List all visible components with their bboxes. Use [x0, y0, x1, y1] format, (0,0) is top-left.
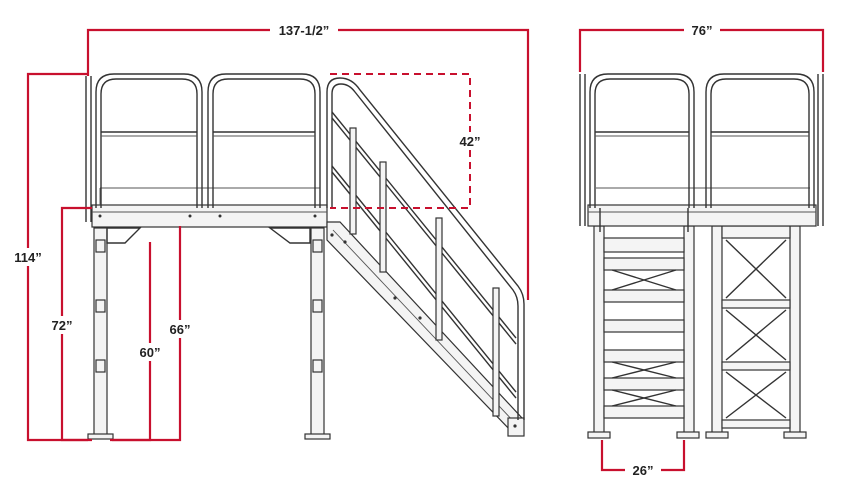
front-view [579, 73, 824, 439]
stair-handrail [326, 77, 525, 420]
dimension-lines [26, 28, 825, 472]
side-view [85, 73, 525, 440]
leg-span-label: 60” [140, 345, 161, 360]
deck-clearance-label: 66” [170, 322, 191, 337]
dimension-labels: 137-1/2” 114” 72” 60” 66” 42” 76” 26” [8, 21, 720, 479]
stair-tower [587, 225, 807, 439]
stair-width-label: 26” [633, 463, 654, 478]
overall-width-label: 76” [692, 23, 713, 38]
overall-length-label: 137-1/2” [279, 23, 330, 38]
front-guardrail [579, 73, 824, 232]
platform-deck [91, 187, 328, 228]
platform-guardrail [85, 73, 321, 222]
front-platform-deck [587, 187, 817, 227]
platform-height-label: 72” [52, 318, 73, 333]
platform-legs [87, 227, 331, 440]
overall-height-label: 114” [14, 250, 41, 265]
handrail-height-label: 42” [460, 134, 481, 149]
stair-stringer [326, 221, 525, 437]
